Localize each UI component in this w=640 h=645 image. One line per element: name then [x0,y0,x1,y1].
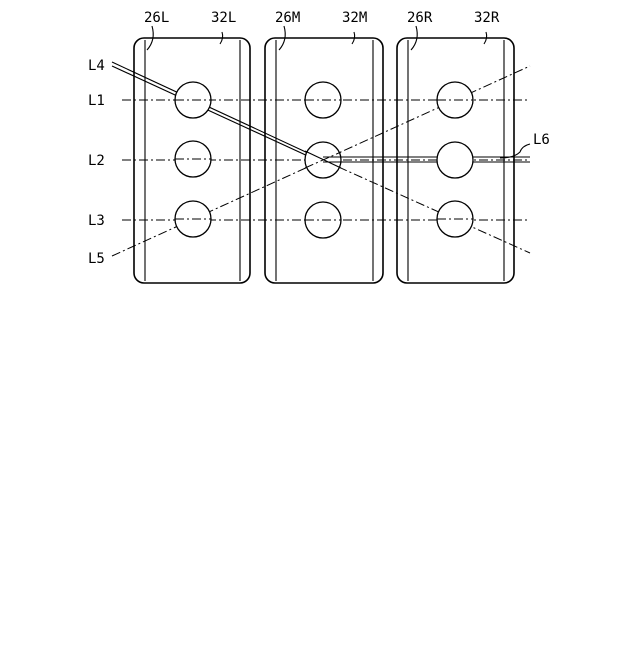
label-26l: 26L [144,10,169,26]
label-l5: L5 [88,251,105,267]
line-l4 [112,62,323,163]
label-26m: 26M [275,10,300,26]
label-26r: 26R [407,10,433,26]
hole-right-middle [437,142,473,178]
line-l4-lower [112,66,323,163]
line-l4-upper [112,62,323,160]
label-32l: 32L [211,10,236,26]
label-l4: L4 [88,58,105,74]
line-l4-extension [323,160,530,253]
label-32r: 32R [474,10,500,26]
label-l6: L6 [533,132,550,148]
label-l3: L3 [88,213,105,229]
label-32m: 32M [342,10,367,26]
label-l1: L1 [88,93,105,109]
label-l2: L2 [88,153,105,169]
